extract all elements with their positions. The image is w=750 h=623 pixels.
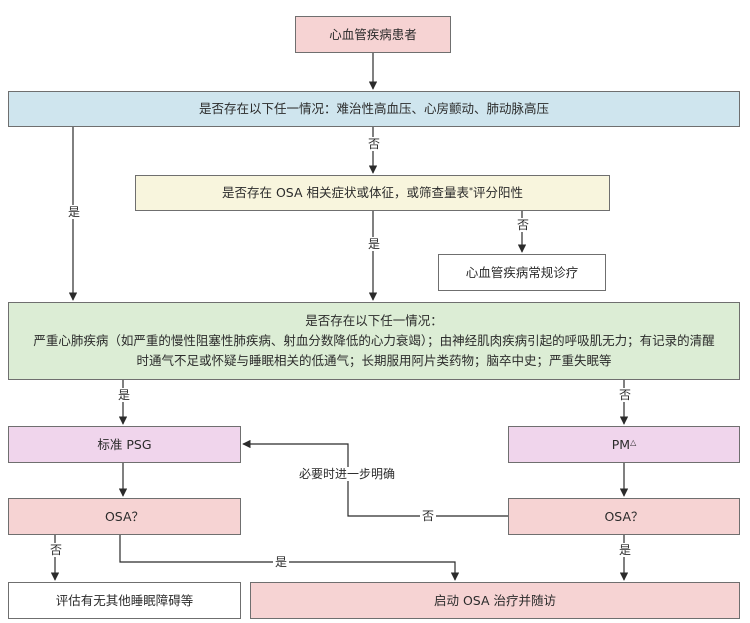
pm-footnote-mark: △ [630, 437, 637, 447]
node-osa-left: OSA？ [8, 498, 241, 535]
node-evaluate-other: 评估有无其他睡眠障碍等 [8, 582, 241, 619]
node-patient: 心血管疾病患者 [295, 16, 451, 53]
node-routine-care-text: 心血管疾病常规诊疗 [465, 264, 579, 280]
node-start-treatment: 启动 OSA 治疗并随访 [250, 582, 740, 619]
label-clarify: 必要时进一步明确 [297, 467, 398, 481]
node-q3: 是否存在以下任一情况： 严重心肺疾病（如严重的慢性阻塞性肺疾病、射血分数降低的心… [8, 302, 740, 380]
node-osa-right: OSA？ [508, 498, 740, 535]
node-osa-left-text: OSA？ [104, 508, 145, 524]
node-standard-psg: 标准 PSG [8, 426, 241, 463]
label-osa-right-no: 否 [420, 509, 437, 523]
node-start-treatment-text: 启动 OSA 治疗并随访 [433, 592, 556, 608]
node-standard-psg-text: 标准 PSG [97, 436, 152, 452]
screening-footnote-mark: * [469, 186, 473, 195]
label-q2-no: 否 [515, 218, 532, 232]
node-q2-tail: 评分阳性 [473, 185, 524, 200]
node-evaluate-other-text: 评估有无其他睡眠障碍等 [55, 592, 194, 608]
label-q3-yes: 是 [116, 388, 133, 402]
node-q1: 是否存在以下任一情况：难治性高血压、心房颤动、肺动脉高压 [8, 91, 740, 127]
label-q1-no: 否 [366, 137, 383, 151]
label-osa-right-yes: 是 [617, 543, 634, 557]
node-routine-care: 心血管疾病常规诊疗 [438, 254, 606, 291]
label-osa-left-no: 否 [48, 543, 65, 557]
node-q3-line3: 时通气不足或怀疑与睡眠相关的低通气；长期服用阿片类药物；脑卒中史；严重失眠等 [136, 353, 612, 368]
label-q2-yes: 是 [366, 237, 383, 251]
node-pm-main: PM [611, 436, 631, 452]
node-patient-text: 心血管疾病患者 [329, 26, 417, 42]
node-q2: 是否存在 OSA 相关症状或体征，或筛查量表*评分阳性 [135, 175, 610, 211]
label-q3-no: 否 [617, 388, 634, 402]
node-q3-line1: 是否存在以下任一情况： [305, 313, 443, 328]
node-pm-text: PM△ [612, 435, 636, 455]
label-q1-yes: 是 [66, 205, 83, 219]
node-q3-line2: 严重心肺疾病（如严重的慢性阻塞性肺疾病、射血分数降低的心力衰竭）；由神经肌肉疾病… [33, 333, 715, 348]
node-osa-right-text: OSA？ [604, 508, 644, 524]
label-osa-left-yes: 是 [273, 555, 290, 569]
node-q2-main: 是否存在 OSA 相关症状或体征，或筛查量表 [221, 185, 469, 200]
node-q2-text: 是否存在 OSA 相关症状或体征，或筛查量表*评分阳性 [222, 183, 523, 203]
node-pm: PM△ [508, 426, 740, 463]
node-q1-text: 是否存在以下任一情况：难治性高血压、心房颤动、肺动脉高压 [198, 101, 549, 116]
